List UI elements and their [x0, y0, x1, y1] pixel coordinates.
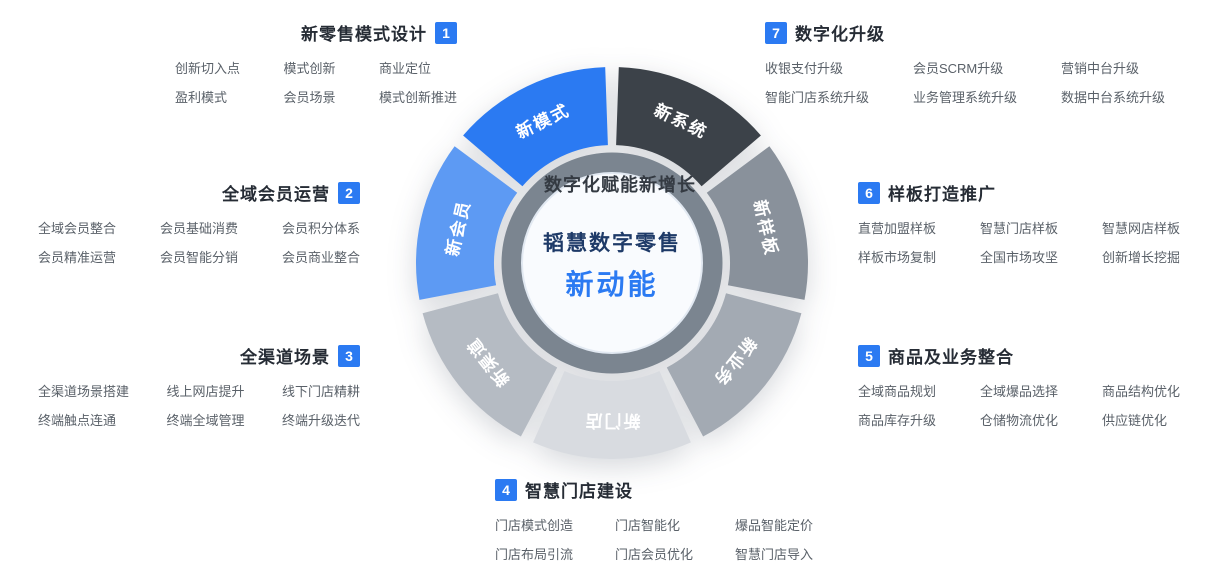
section-member-operation: 全域会员运营 2 全域会员整合 会员基础消费 会员积分体系 会员精准运营 会员智… [38, 180, 360, 266]
section-item: 会员SCRM升级 [912, 61, 1004, 76]
wedge-new-store [533, 371, 691, 459]
section-title: 商品及业务整合 [888, 348, 1014, 367]
wedge-new-member [415, 146, 518, 300]
section-item: 线上网店提升 [166, 384, 245, 399]
wedge-new-channel [422, 293, 558, 437]
section-title: 智慧门店建设 [525, 482, 633, 501]
wedge-label-new-store: 新门店 [584, 411, 641, 431]
section-item: 门店模式创造 [495, 518, 574, 533]
section-item: 收银支付升级 [765, 61, 844, 76]
section-item: 模式创新推进 [378, 90, 457, 105]
section-item: 业务管理系统升级 [912, 90, 1017, 105]
section-number-badge: 2 [338, 181, 360, 204]
section-item: 会员智能分销 [159, 250, 238, 265]
section-item: 会员商业整合 [281, 250, 360, 265]
section-item: 供应链优化 [1101, 413, 1167, 428]
section-item: 会员精准运营 [38, 250, 117, 265]
section-items: 收银支付升级 会员SCRM升级 营销中台升级 智能门店系统升级 业务管理系统升级… [765, 58, 1165, 106]
section-item: 智能门店系统升级 [765, 90, 870, 105]
section-item: 全域会员整合 [38, 221, 117, 236]
section-item: 直营加盟样板 [858, 221, 937, 236]
section-item: 线下门店精耕 [281, 384, 360, 399]
section-item: 样板市场复制 [858, 250, 937, 265]
section-item: 全国市场攻坚 [979, 250, 1058, 265]
section-new-retail-model-design: 新零售模式设计 1 创新切入点 模式创新 商业定位 盈利模式 会员场景 模式创新… [175, 20, 457, 106]
section-header: 7 数字化升级 [765, 20, 1165, 45]
section-digital-upgrade: 7 数字化升级 收银支付升级 会员SCRM升级 营销中台升级 智能门店系统升级 … [765, 20, 1165, 106]
section-header: 全域会员运营 2 [38, 180, 360, 205]
section-items: 创新切入点 模式创新 商业定位 盈利模式 会员场景 模式创新推进 [175, 58, 457, 106]
section-item: 创新增长挖掘 [1101, 250, 1180, 265]
section-item: 门店布局引流 [495, 547, 574, 562]
section-title: 新零售模式设计 [301, 25, 427, 44]
section-item: 会员场景 [283, 90, 336, 105]
section-items: 门店模式创造 门店智能化 爆品智能定价 门店布局引流 门店会员优化 智慧门店导入 [495, 515, 813, 563]
section-goods-business: 5 商品及业务整合 全域商品规划 全域爆品选择 商品结构优化 商品库存升级 仓储… [858, 343, 1180, 429]
section-template-promotion: 6 样板打造推广 直营加盟样板 智慧门店样板 智慧网店样板 样板市场复制 全国市… [858, 180, 1180, 266]
section-item: 全域爆品选择 [979, 384, 1058, 399]
section-item: 门店智能化 [614, 518, 680, 533]
section-item: 终端全域管理 [166, 413, 245, 428]
section-number-badge: 1 [435, 21, 457, 44]
section-item: 智慧门店样板 [979, 221, 1058, 236]
hub-title: 韬慧数字零售 [543, 231, 681, 255]
wedge-new-model [463, 67, 608, 187]
wedge-new-business [666, 293, 802, 437]
section-item: 爆品智能定价 [734, 518, 813, 533]
section-items: 全域商品规划 全域爆品选择 商品结构优化 商品库存升级 仓储物流优化 供应链优化 [858, 381, 1180, 429]
hub-circle [521, 172, 703, 354]
section-number-badge: 4 [495, 478, 517, 501]
section-title: 数字化升级 [795, 25, 885, 44]
section-item: 会员基础消费 [159, 221, 238, 236]
section-item: 数据中台系统升级 [1060, 90, 1165, 105]
ring-caption: 数字化赋能新增长 [544, 174, 696, 195]
wedge-new-system [616, 67, 761, 187]
section-item: 终端升级迭代 [281, 413, 360, 428]
section-title: 样板打造推广 [888, 185, 996, 204]
section-items: 全渠道场景搭建 线上网店提升 线下门店精耕 终端触点连通 终端全域管理 终端升级… [38, 381, 360, 429]
section-smart-store: 4 智慧门店建设 门店模式创造 门店智能化 爆品智能定价 门店布局引流 门店会员… [495, 477, 813, 563]
section-item: 营销中台升级 [1060, 61, 1139, 76]
section-item: 商品库存升级 [858, 413, 937, 428]
section-header: 6 样板打造推广 [858, 180, 1180, 205]
section-item: 创新切入点 [175, 61, 241, 76]
section-header: 全渠道场景 3 [38, 343, 360, 368]
wedge-new-template [706, 146, 809, 300]
hub-subtitle: 新动能 [565, 269, 658, 300]
section-number-badge: 6 [858, 181, 880, 204]
section-item: 智慧门店导入 [734, 547, 813, 562]
section-header: 4 智慧门店建设 [495, 477, 813, 502]
section-omni-channel: 全渠道场景 3 全渠道场景搭建 线上网店提升 线下门店精耕 终端触点连通 终端全… [38, 343, 360, 429]
section-item: 智慧网店样板 [1101, 221, 1180, 236]
hub-ring [501, 152, 723, 374]
section-title: 全渠道场景 [240, 348, 330, 367]
section-number-badge: 3 [338, 344, 360, 367]
section-item: 会员积分体系 [281, 221, 360, 236]
section-item: 门店会员优化 [614, 547, 693, 562]
section-item: 商品结构优化 [1101, 384, 1180, 399]
section-items: 全域会员整合 会员基础消费 会员积分体系 会员精准运营 会员智能分销 会员商业整… [38, 218, 360, 266]
section-item: 模式创新 [283, 61, 336, 76]
section-header: 5 商品及业务整合 [858, 343, 1180, 368]
section-number-badge: 7 [765, 21, 787, 44]
section-item: 终端触点连通 [38, 413, 117, 428]
section-number-badge: 5 [858, 344, 880, 367]
section-items: 直营加盟样板 智慧门店样板 智慧网店样板 样板市场复制 全国市场攻坚 创新增长挖… [858, 218, 1180, 266]
section-item: 商业定位 [378, 61, 431, 76]
section-item: 全域商品规划 [858, 384, 937, 399]
section-header: 新零售模式设计 1 [175, 20, 457, 45]
section-item: 仓储物流优化 [979, 413, 1058, 428]
section-item: 全渠道场景搭建 [38, 384, 130, 399]
section-title: 全域会员运营 [222, 185, 330, 204]
section-item: 盈利模式 [175, 90, 228, 105]
